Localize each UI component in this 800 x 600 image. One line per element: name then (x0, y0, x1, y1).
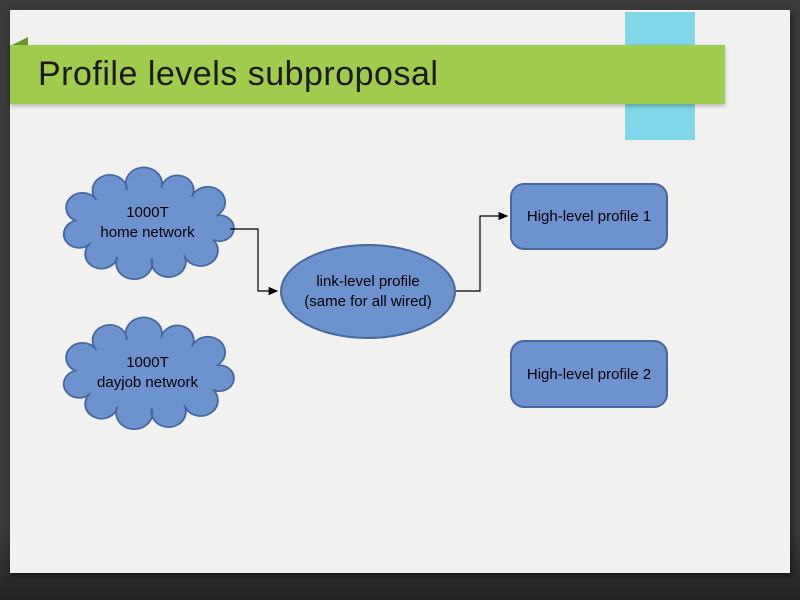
ellipse-link-level-profile: link-level profile (same for all wired) (280, 244, 456, 339)
box-high-level-profile-2: High-level profile 2 (510, 340, 668, 408)
high-level-profile-2-label: High-level profile 2 (526, 365, 652, 383)
cloud-home-line2: home network (100, 223, 195, 241)
banner-fold (10, 37, 28, 46)
high-level-profile-1-label: High-level profile 1 (526, 208, 652, 225)
connector-link-to-profile1 (456, 211, 509, 292)
cloud-dayjob-line2: dayjob network (97, 373, 198, 391)
cloud-home-line1: 1000T (126, 204, 169, 221)
connector-home-to-link (230, 228, 279, 296)
link-profile-line2: (same for all wired) (304, 292, 432, 310)
box-high-level-profile-1: High-level profile 1 (510, 183, 668, 250)
link-profile-line1: link-level profile (316, 273, 420, 290)
slide-title: Profile levels subproposal (38, 55, 439, 93)
cloud-home-network-label: 1000T home network (60, 174, 235, 271)
cloud-dayjob-network-label: 1000T dayjob network (60, 324, 235, 421)
title-banner: Profile levels subproposal (10, 45, 725, 104)
cloud-dayjob-line1: 1000T (126, 354, 169, 371)
